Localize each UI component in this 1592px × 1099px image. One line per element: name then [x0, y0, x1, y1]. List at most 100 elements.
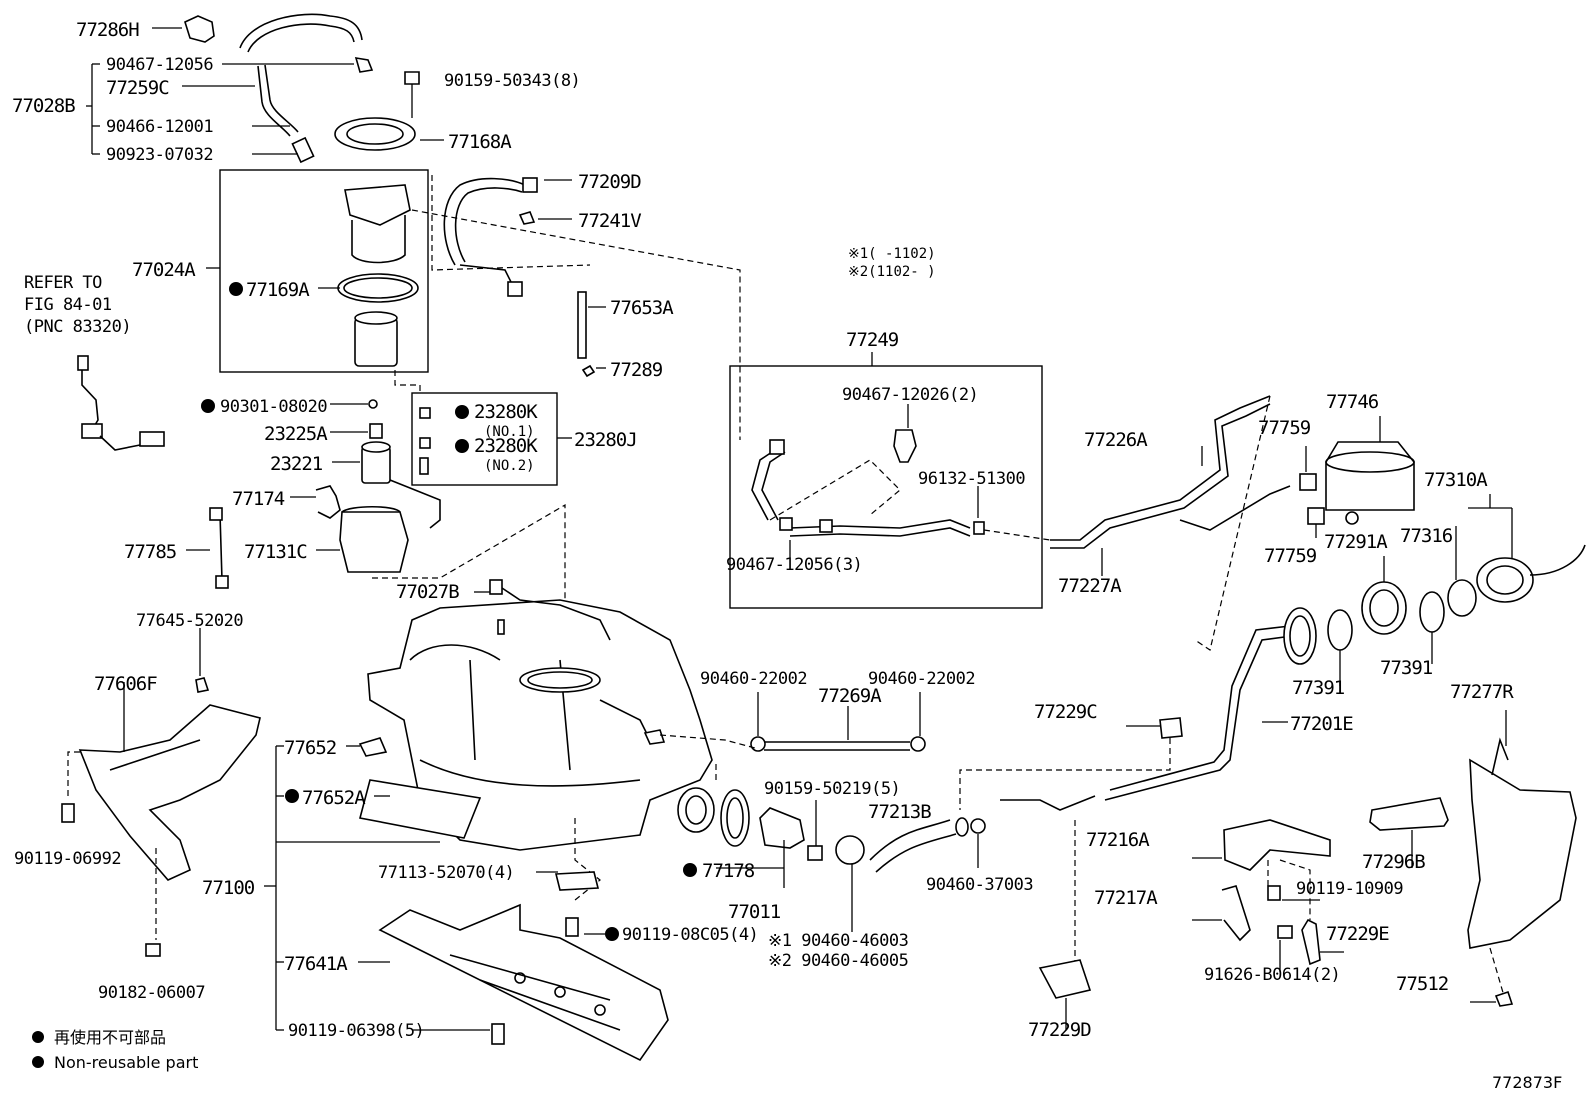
label-77113-52070: 77113-52070(4): [378, 863, 514, 883]
label-23280K-1: 23280K: [474, 401, 538, 423]
label-77391-right: 77391: [1380, 657, 1433, 679]
label-77027B: 77027B: [396, 581, 459, 603]
label-77641A: 77641A: [284, 953, 348, 975]
vapor-pipes: [1050, 395, 1291, 651]
label-77316: 77316: [1400, 525, 1453, 547]
label-77277R: 77277R: [1450, 681, 1514, 703]
label-23225A: 23225A: [264, 423, 328, 445]
label-77746: 77746: [1326, 391, 1379, 413]
label-77028B: 77028B: [12, 95, 75, 117]
non-reusable-mark: [683, 863, 697, 877]
label-77653A: 77653A: [610, 297, 674, 319]
label-90182-06007: 90182-06007: [98, 983, 205, 1003]
filler-inlet-parts: [716, 789, 986, 932]
label-90119-10909: 90119-10909: [1296, 879, 1403, 899]
label-77024A: 77024A: [132, 259, 196, 281]
label-77259C: 77259C: [106, 77, 169, 99]
label-77249: 77249: [846, 329, 899, 351]
label-no1: (NO.1): [484, 424, 535, 440]
part-labels: 77286H 90467-12056 77259C 77028B 90466-1…: [12, 19, 1515, 1041]
label-77011: 77011: [728, 901, 781, 923]
non-reusable-mark: [285, 789, 299, 803]
label-77291A: 77291A: [1324, 531, 1388, 553]
canister-77746: [1299, 416, 1415, 538]
label-90460-22002-right: 90460-22002: [868, 669, 975, 689]
legend-jp: 再使用不可部品: [54, 1028, 166, 1047]
bracket-assemblies: [1192, 819, 1344, 972]
label-77785: 77785: [124, 541, 176, 563]
diagram-id: 772873F: [1492, 1073, 1562, 1092]
label-90460-46005: ※2 90460-46005: [768, 951, 908, 971]
label-77178: 77178: [702, 860, 755, 882]
right-clamps: [959, 717, 1183, 1030]
label-77286H: 77286H: [76, 19, 139, 41]
non-reusable-mark: [455, 439, 469, 453]
label-77289: 77289: [610, 359, 663, 381]
non-reusable-mark: [229, 282, 243, 296]
label-no2: (NO.2): [484, 458, 535, 474]
label-90467-12026: 90467-12026(2): [842, 385, 978, 405]
non-reusable-mark: [605, 927, 619, 941]
label-90119-08C05: 90119-08C05(4): [622, 925, 758, 945]
label-90460-37003: 90460-37003: [926, 875, 1033, 895]
label-77100: 77100: [202, 877, 255, 899]
subassy-box-77249: [729, 352, 1051, 609]
label-90159-50219: 90159-50219(5): [764, 779, 900, 799]
dashed-outline-pump: [394, 175, 741, 440]
note-2: ※2(1102- ): [848, 264, 936, 280]
leader-lines-top-left: [86, 27, 354, 155]
label-77216A: 77216A: [1086, 829, 1150, 851]
bolts-lower: [61, 803, 579, 1045]
label-77169A: 77169A: [246, 279, 310, 301]
bracket-77100: [264, 745, 605, 1031]
label-77229E: 77229E: [1326, 923, 1389, 945]
fuel-tank: [367, 503, 715, 851]
hose-77269A: [750, 692, 926, 752]
label-77168A: 77168A: [448, 131, 512, 153]
fuel-pump-assembly: [219, 71, 596, 378]
label-77213B: 77213B: [868, 801, 931, 823]
label-90301-08020: 90301-08020: [220, 397, 327, 417]
refer-wiring: [77, 355, 165, 451]
label-77512: 77512: [1396, 973, 1448, 995]
label-77209D: 77209D: [578, 171, 641, 193]
refer-line-2: FIG 84-01: [24, 295, 112, 315]
label-77652: 77652: [284, 737, 336, 759]
label-90119-06398: 90119-06398(5): [288, 1021, 424, 1041]
label-77296B: 77296B: [1362, 851, 1425, 873]
tank-leader: [474, 591, 756, 901]
label-77759-top: 77759: [1258, 417, 1311, 439]
label-90467-12056: 90467-12056: [106, 55, 213, 75]
label-91626-B0614: 91626-B0614(2): [1204, 965, 1340, 985]
hose-connector-group: [184, 13, 374, 164]
label-77226A: 77226A: [1084, 429, 1148, 451]
label-77269A: 77269A: [818, 685, 882, 707]
left-heat-shield: [67, 628, 261, 940]
label-77759-bottom: 77759: [1264, 545, 1317, 567]
label-77391-left: 77391: [1292, 677, 1345, 699]
label-77645-52020: 77645-52020: [136, 611, 243, 631]
bracket-77296B: [1369, 797, 1449, 868]
label-90159-50343: 90159-50343(8): [444, 71, 580, 91]
pump-internals: [209, 399, 441, 589]
right-shield-77277R: [1467, 710, 1577, 1007]
label-23221: 23221: [270, 453, 323, 475]
leader-lines-pump: [186, 139, 606, 551]
label-77201E: 77201E: [1290, 713, 1353, 735]
legend: 再使用不可部品 Non-reusable part: [32, 1028, 198, 1072]
label-90466-12001: 90466-12001: [106, 117, 213, 137]
label-77606F: 77606F: [94, 673, 157, 695]
label-23280J: 23280J: [574, 429, 637, 451]
label-23280K-2: 23280K: [474, 435, 538, 457]
label-77229D: 77229D: [1028, 1019, 1091, 1041]
tank-protectors: [358, 737, 669, 1062]
label-90467-12056-3: 90467-12056(3): [726, 555, 862, 575]
label-90460-22002-left: 90460-22002: [700, 669, 807, 689]
subassy-box-23280J: [411, 392, 572, 486]
refer-line-1: REFER TO: [24, 273, 102, 293]
legend-en: Non-reusable part: [54, 1053, 198, 1072]
label-77174: 77174: [232, 488, 285, 510]
label-77652A: 77652A: [302, 787, 366, 809]
label-77217A: 77217A: [1094, 887, 1158, 909]
